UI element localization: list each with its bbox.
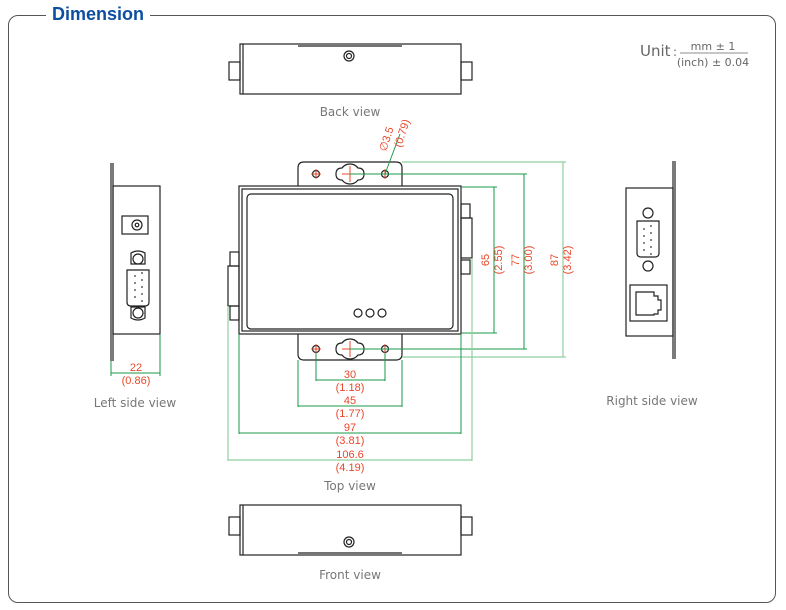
unit-denominator: (inch) ± 0.04 <box>677 56 749 69</box>
left-side-view-drawing <box>110 163 161 376</box>
unit-label: Unit <box>640 42 671 60</box>
front-view-drawing <box>228 504 473 556</box>
depth-22-mm: 22 <box>130 362 142 374</box>
width-30-mm: 30 <box>344 369 356 381</box>
section-title: Dimension <box>46 4 151 25</box>
height-87-inch: (3.42) <box>562 246 574 275</box>
width-45-inch: (1.77) <box>336 408 365 420</box>
height-77-mm: 77 <box>510 254 522 266</box>
right-side-view-drawing <box>625 161 676 359</box>
width-106-inch: (4.19) <box>336 462 365 474</box>
depth-22-inch: (0.86) <box>122 375 151 387</box>
height-dimension-lines <box>350 133 566 358</box>
unit-numerator: mm ± 1 <box>691 40 736 53</box>
top-view-drawing <box>227 161 473 361</box>
right-side-view-label: Right side view <box>606 394 698 408</box>
width-dimension-lines <box>227 258 473 461</box>
hole-dimension-inch: (0.79) <box>392 118 412 149</box>
width-97-inch: (3.81) <box>336 435 365 447</box>
back-view-label: Back view <box>320 105 381 119</box>
width-45-mm: 45 <box>344 395 356 407</box>
unit-separator: : <box>673 45 677 59</box>
front-view-label: Front view <box>319 568 381 582</box>
height-65-mm: 65 <box>480 254 492 266</box>
unit-legend: Unit : mm ± 1 (inch) ± 0.04 <box>640 40 749 69</box>
height-77-inch: (3.00) <box>523 246 535 275</box>
back-view-drawing <box>228 43 473 95</box>
width-97-mm: 97 <box>344 422 356 434</box>
left-side-view-label: Left side view <box>94 396 177 410</box>
dimension-frame <box>8 15 776 603</box>
width-30-inch: (1.18) <box>336 382 365 394</box>
width-106-mm: 106.6 <box>336 449 364 461</box>
height-65-inch: (2.55) <box>493 246 505 275</box>
height-87-mm: 87 <box>549 254 561 266</box>
top-view-label: Top view <box>323 479 376 493</box>
